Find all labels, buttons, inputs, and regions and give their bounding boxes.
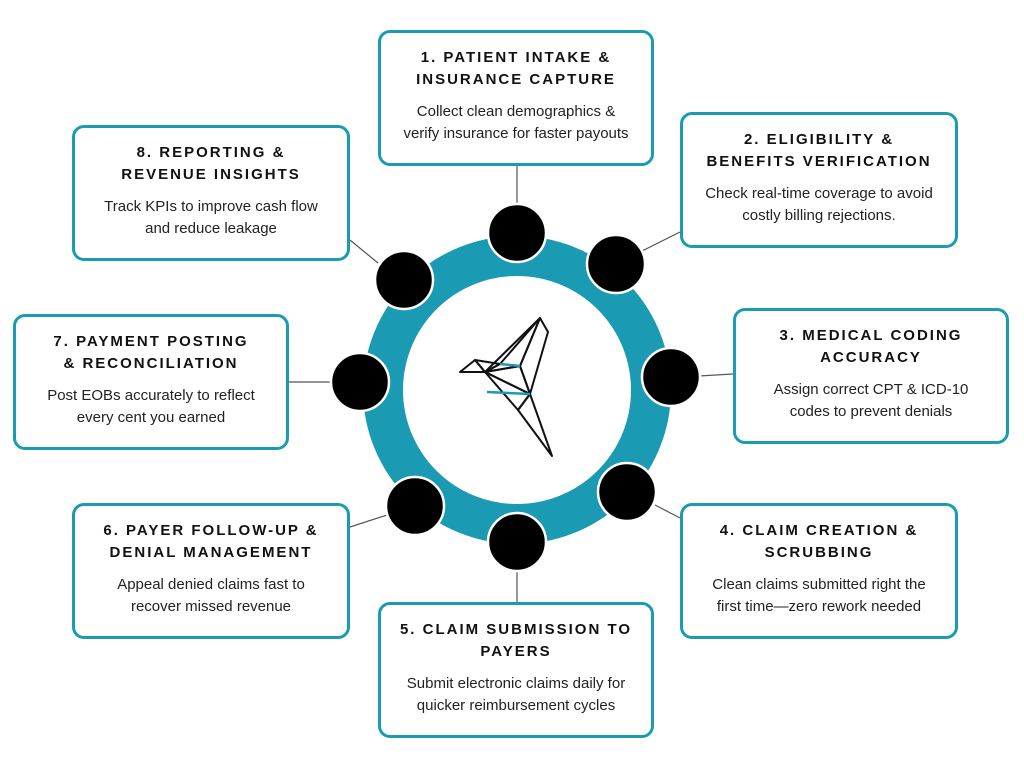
step-desc-6: Appeal denied claims fast to recover mis… — [117, 576, 305, 615]
step-node-2 — [585, 233, 647, 295]
step-desc-1: Collect clean demographics & verify insu… — [403, 103, 629, 142]
step-node-7 — [329, 351, 391, 413]
step-title-7: 7. PAYMENT POSTING & RECONCILIATION — [53, 333, 249, 372]
step-title-5: 5. CLAIM SUBMISSION TO PAYERS — [399, 621, 633, 660]
connector-8 — [349, 239, 379, 264]
step-card-7: 7. PAYMENT POSTING & RECONCILIATION Post… — [13, 314, 289, 450]
step-card-5: 5. CLAIM SUBMISSION TO PAYERS Submit ele… — [378, 602, 654, 738]
step-card-1: 1. PATIENT INTAKE & INSURANCE CAPTURE Co… — [378, 30, 654, 166]
step-card-4: 4. CLAIM CREATION & SCRUBBING Clean clai… — [680, 503, 958, 639]
step-nodes — [329, 202, 702, 573]
step-desc-4: Clean claims submitted right the first t… — [712, 576, 926, 615]
connector-4 — [654, 504, 681, 519]
step-title-6: 6. PAYER FOLLOW-UP & DENIAL MANAGEMENT — [103, 522, 319, 561]
step-node-1 — [486, 202, 548, 264]
step-node-3 — [640, 346, 702, 408]
step-node-4 — [596, 461, 658, 523]
connector-3 — [698, 373, 734, 377]
step-title-4: 4. CLAIM CREATION & SCRUBBING — [719, 522, 919, 561]
connector-6 — [349, 514, 388, 528]
step-card-2: 2. ELIGIBILITY & BENEFITS VERIFICATION C… — [680, 112, 958, 248]
step-desc-3: Assign correct CPT & ICD-10 codes to pre… — [773, 381, 969, 420]
step-node-5 — [486, 511, 548, 573]
step-title-3: 3. MEDICAL CODING ACCURACY — [779, 327, 963, 366]
connector-lines — [289, 166, 734, 602]
step-title-2: 2. ELIGIBILITY & BENEFITS VERIFICATION — [706, 131, 932, 170]
step-card-3: 3. MEDICAL CODING ACCURACY Assign correc… — [733, 308, 1009, 444]
step-card-8: 8. REPORTING & REVENUE INSIGHTS Track KP… — [72, 125, 350, 261]
step-title-8: 8. REPORTING & REVENUE INSIGHTS — [121, 144, 301, 183]
origami-bird-icon — [459, 317, 553, 457]
step-card-6: 6. PAYER FOLLOW-UP & DENIAL MANAGEMENT A… — [72, 503, 350, 639]
step-desc-5: Submit electronic claims daily for quick… — [406, 675, 626, 714]
step-title-1: 1. PATIENT INTAKE & INSURANCE CAPTURE — [416, 49, 616, 88]
step-node-6 — [384, 475, 446, 537]
step-desc-7: Post EOBs accurately to reflect every ce… — [47, 387, 255, 426]
connector-2 — [639, 231, 681, 253]
step-desc-2: Check real-time coverage to avoid costly… — [705, 185, 933, 224]
step-desc-8: Track KPIs to improve cash flow and redu… — [104, 198, 318, 237]
step-node-8 — [373, 249, 435, 311]
